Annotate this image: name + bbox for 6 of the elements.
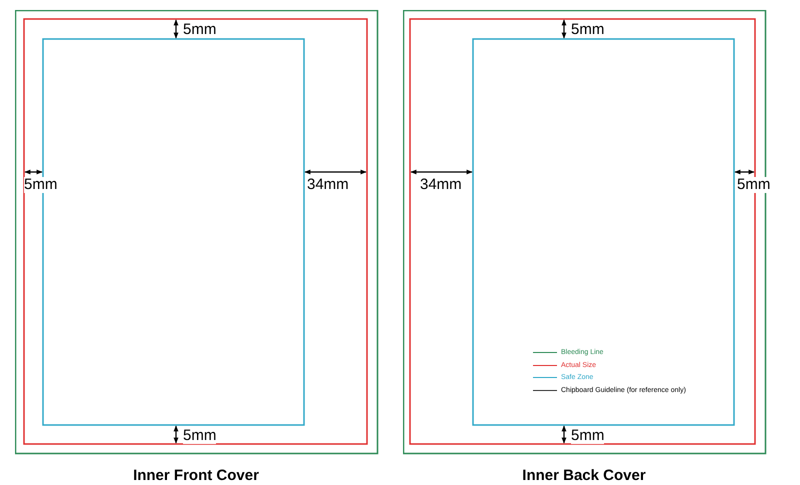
cover-title: Inner Front Cover [133,467,259,484]
dimension-label: 5mm [737,177,770,193]
dimension-label: 5mm [183,428,216,444]
dimension-label: 5mm [24,177,58,193]
cover-title: Inner Back Cover [522,467,646,484]
dimension-label: 5mm [571,428,604,444]
